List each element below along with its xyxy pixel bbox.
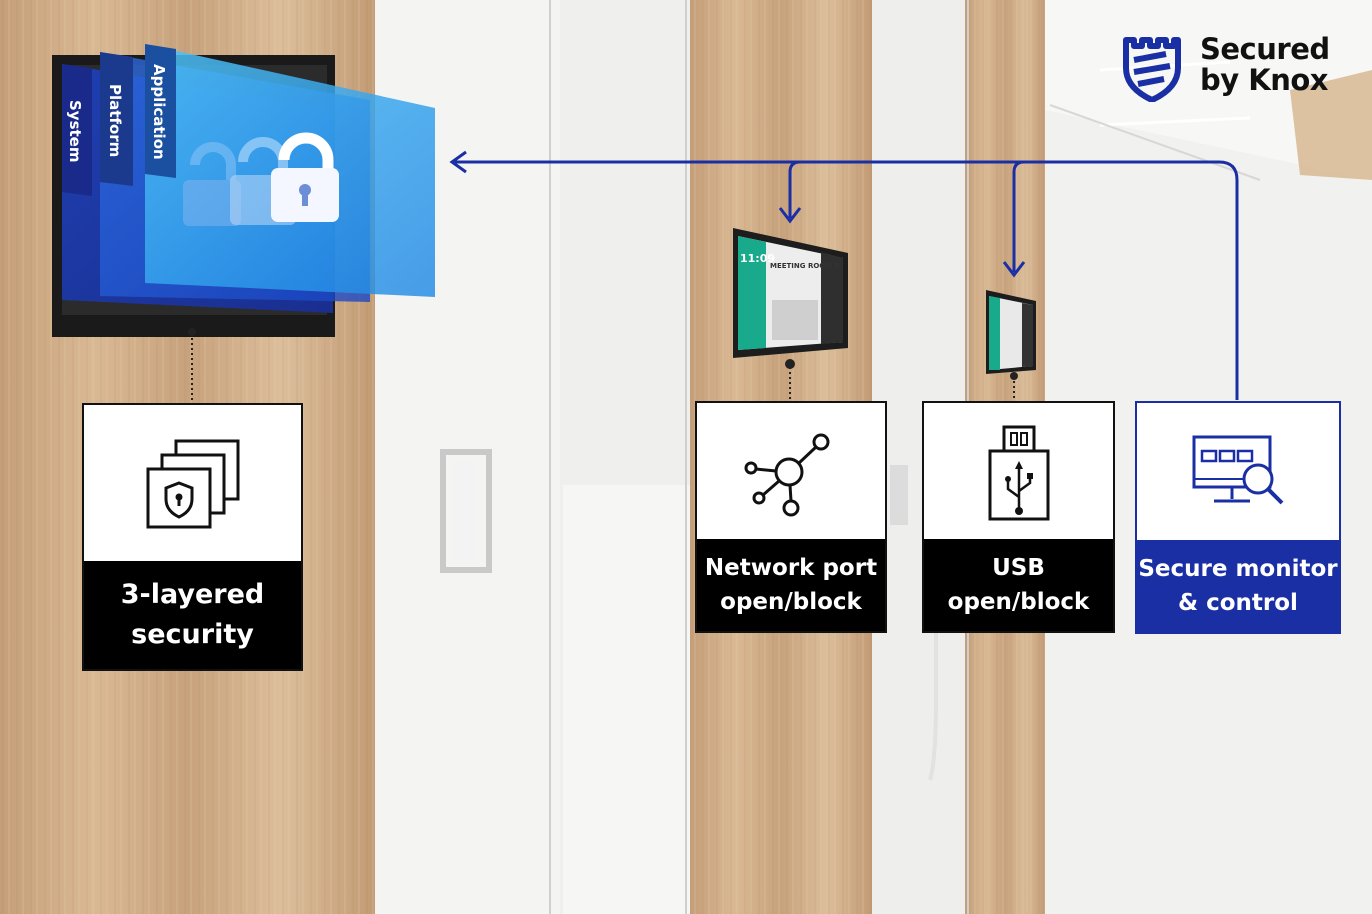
feature-title-line-1: Secure monitor bbox=[1138, 556, 1338, 582]
feature-card-secure-monitor: Secure monitor & control bbox=[1135, 401, 1341, 634]
logo-line-1: Secured bbox=[1200, 32, 1330, 66]
feature-title-line-1: USB bbox=[992, 555, 1045, 581]
screen-room-name: MEETING ROOM B bbox=[770, 262, 840, 270]
feature-title-line-2: open/block bbox=[720, 589, 862, 615]
layer-stack-illustration bbox=[52, 44, 435, 337]
usb-icon bbox=[988, 425, 1049, 521]
screen-time: 11:09 bbox=[740, 252, 776, 265]
room-display-small bbox=[986, 290, 1036, 374]
feature-title-line-2: security bbox=[131, 619, 254, 650]
feature-title-line-1: Network port bbox=[704, 555, 878, 581]
feature-card-3-layered-security: 3-layered security bbox=[82, 403, 303, 671]
feature-title-line-1: 3-layered bbox=[120, 579, 265, 610]
layer-label-platform: Platform bbox=[106, 84, 124, 158]
network-nodes-icon bbox=[744, 433, 830, 517]
logo-line-2: by Knox bbox=[1200, 63, 1329, 97]
feature-title-line-2: open/block bbox=[947, 589, 1090, 615]
monitor-search-icon bbox=[1192, 435, 1284, 505]
feature-title-line-2: & control bbox=[1178, 590, 1298, 616]
feature-card-network-port: Network port open/block bbox=[695, 401, 887, 633]
feature-card-usb: USB open/block bbox=[922, 401, 1115, 633]
room-display-large bbox=[733, 228, 848, 358]
secured-by-knox-logo: Secured by Knox bbox=[1120, 34, 1360, 104]
layer-label-system: System bbox=[66, 100, 84, 163]
layer-label-application: Application bbox=[150, 64, 168, 160]
knox-shield-icon bbox=[1123, 37, 1181, 102]
shield-layers-icon bbox=[146, 439, 239, 529]
